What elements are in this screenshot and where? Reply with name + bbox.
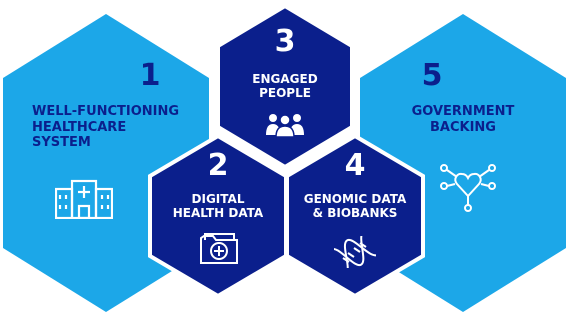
dna-icon xyxy=(331,229,379,275)
block-2-number: 2 xyxy=(207,148,229,183)
block-1-number: 1 xyxy=(139,58,161,93)
medical-folder-icon xyxy=(200,231,238,269)
block-3-label: ENGAGED PEOPLE xyxy=(252,72,318,101)
people-icon xyxy=(266,113,304,141)
block-1-label: WELL-FUNCTIONING HEALTHCARE SYSTEM xyxy=(32,104,180,151)
block-4-number: 4 xyxy=(344,148,366,183)
network-heart-icon xyxy=(440,162,496,216)
hexagon-3 xyxy=(216,3,354,170)
block-3-number: 3 xyxy=(274,24,296,59)
block-5-number: 5 xyxy=(421,58,443,93)
hexagon-4 xyxy=(285,133,425,299)
block-5-label: GOVERNMENT BACKING xyxy=(411,104,515,135)
hospital-icon xyxy=(54,179,114,223)
block-2-label: DIGITAL HEALTH DATA xyxy=(172,192,264,221)
block-4-label: GENOMIC DATA & BIOBANKS xyxy=(303,192,407,221)
